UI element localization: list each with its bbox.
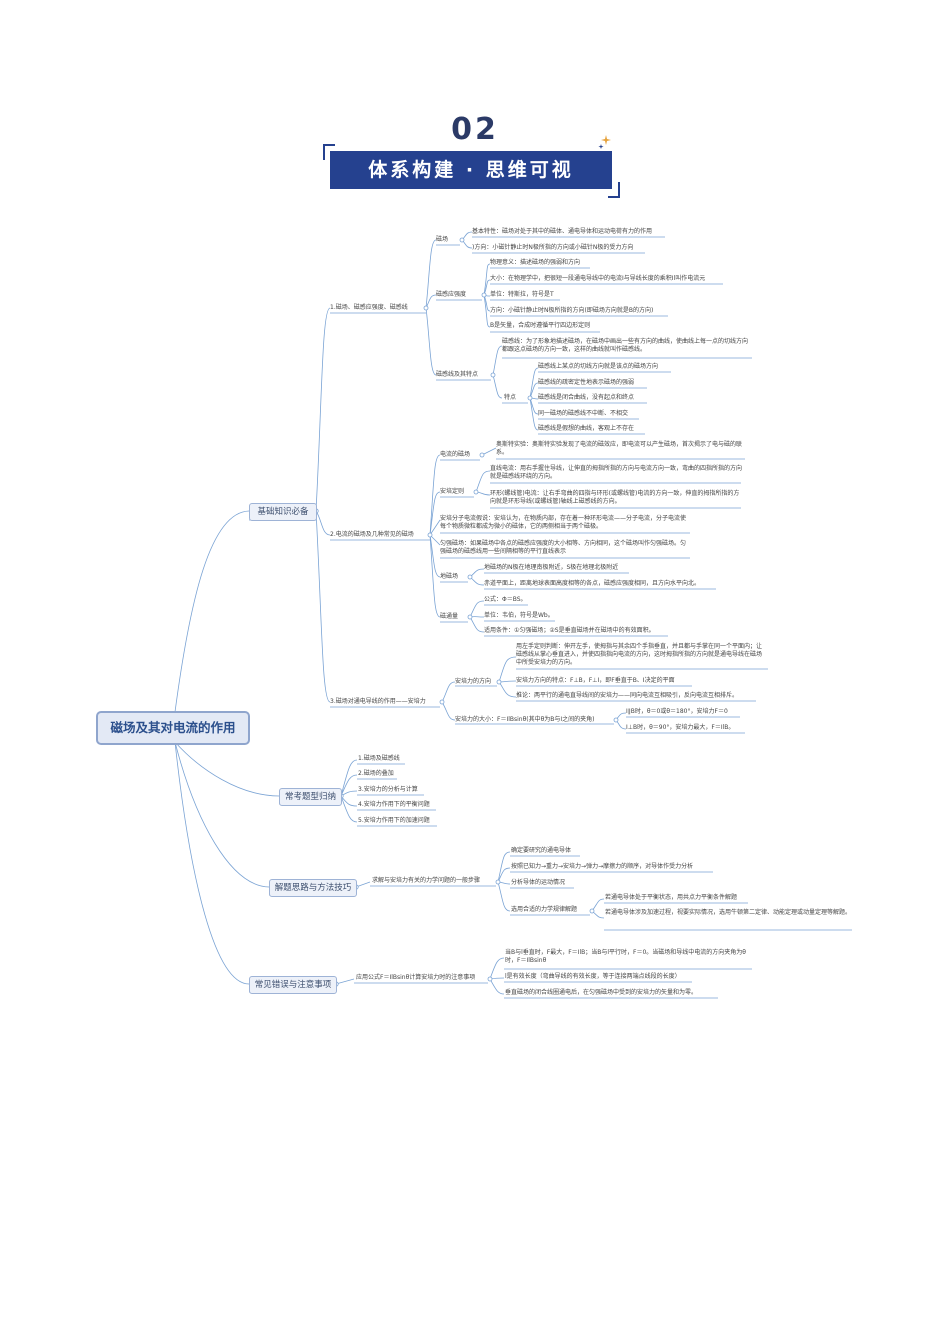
topic-induction-intensity: 磁感应强度 [436, 291, 467, 298]
leaf-text: 4.安培力作用下的平衡问题 [358, 801, 430, 808]
leaf-text: 适用条件：①匀强磁场；②S是垂直磁场并在磁场中的有效面积。 [484, 627, 655, 634]
leaf-text: 单位：特斯拉，符号是T [490, 291, 554, 298]
leaf-text: 赤道平面上，距离地球表面高度相等的各点，磁感应强度相同，且方向水平向北。 [484, 580, 701, 587]
leaf-text: 3.安培力的分析与计算 [358, 786, 418, 793]
topic-field-intensity-lines: 1.磁场、磁感应强度、磁感线 [330, 304, 408, 311]
topic-choose-law: 选用合适的力学规律解题 [511, 906, 578, 913]
leaf-text: 磁感线的疏密定性地表示磁场的强弱 [538, 379, 635, 386]
leaf-text: 若通电导体处于平衡状态，用共点力平衡条件解题 [605, 894, 738, 901]
topic-formula-notes: 应用公式F＝IlBsinθ计算安培力时的注意事项 [356, 974, 476, 981]
leaf-text: 安培分子电流假说：安培认为，在物质内部，存在着一种环形电流——分子电流，分子电流… [440, 515, 687, 530]
leaf-text: 推论：两平行的通电直导线间的安培力——同向电流互相吸引，反向电流互相排斥。 [516, 692, 739, 699]
leaf-text: 公式：Φ＝BS。 [484, 596, 527, 603]
topic-general-steps: 求解与安培力有关的力学问题的一般步骤 [372, 877, 481, 884]
topic-flux: 磁通量 [440, 613, 459, 620]
topic-field-lines: 磁感线及其特点 [436, 371, 479, 378]
leaf-text: 地磁场的N极在地理南极附近，S极在地理北极附近 [484, 564, 619, 571]
leaf-text: 若通电导体涉及加速过程，视要实际情况，选用牛顿第二定律、动能定理或动量定理等解题… [605, 909, 852, 916]
leaf-text: 磁感线是闭合曲线，没有起点和终点 [538, 394, 635, 401]
topic-force-direction: 安培力的方向 [455, 678, 492, 685]
leaf-text: 磁感线上某点的切线方向就是该点的磁场方向 [538, 363, 659, 370]
leaf-text: B是矢量，合成时遵循平行四边形定则 [490, 322, 591, 329]
leaf-text: 直线电流：用右手握住导线，让伸直的拇指所指的方向与电流方向一致，弯曲的四指所指的… [490, 465, 743, 480]
branch-basics: 基础知识必备 [249, 503, 317, 521]
leaf-text: 安培力方向的特点：F⊥B，F⊥I，即F垂直于B、I决定的平面 [516, 677, 675, 684]
leaf-text: l是有效长度（弯曲导线的有效长度，等于连接两端点线段的长度） [505, 973, 681, 980]
leaf-text: 磁感线是假想的曲线，客观上不存在 [538, 425, 635, 432]
leaf-text: I⊥B时，θ＝90°，安培力最大，F＝IlB。 [626, 724, 735, 731]
topic-force-magnitude: 安培力的大小：F＝IlBsinθ(其中θ为B与I之间的夹角) [455, 716, 595, 723]
leaf-text: 垂直磁场的闭合线圈通电后，在匀强磁场中受到的安培力的矢量和为零。 [505, 989, 698, 996]
leaf-text: 用左手定则判断：伸开左手，使拇指与其余四个手指垂直，并且都与手掌在同一个平面内；… [516, 643, 763, 666]
topic-current-field: 电流的磁场 [440, 451, 471, 458]
banner-bracket-right [608, 182, 620, 198]
leaf-text: 5.安培力作用下的加速问题 [358, 817, 430, 824]
topic-geomagnetic: 地磁场 [440, 573, 459, 580]
topic-features: 特点 [504, 394, 517, 401]
leaf-text: 同一磁场的磁感线不中断、不相交 [538, 410, 629, 417]
leaf-text: I∥B时，θ＝0或θ＝180°，安培力F＝0 [626, 708, 728, 715]
branch-common-errors: 常见错误与注意事项 [249, 976, 337, 994]
section-banner: 体系构建 · 思维可视 [330, 151, 612, 189]
topic-current-fields: 2.电流的磁场及几种常见的磁场 [330, 531, 414, 538]
mindmap-root: 磁场及其对电流的作用 [96, 711, 250, 745]
leaf-text: 大小：在物理学中，把很短一段通电导线中的电流I与导线长度的乘积Il叫作电流元 [490, 275, 706, 282]
leaf-text: 分析导体的运动情况 [511, 879, 566, 886]
leaf-text: 1.磁场及磁感线 [358, 755, 400, 762]
leaf-text: 匀强磁场：如果磁场中各点的磁感应强度的大小相等、方向相同，这个磁场叫作匀强磁场。… [440, 540, 687, 555]
branch-methods: 解题思路与方法技巧 [269, 879, 357, 897]
leaf-text: )方向：小磁针静止时N极所指的方向或小磁针N极的受力方向 [472, 244, 634, 251]
leaf-text: 按照已知力→重力→安培力→弹力→摩擦力的顺序，对导体作受力分析 [511, 863, 694, 870]
leaf-text: 磁感线：为了形象地描述磁场，在磁场中画出一些有方向的曲线，使曲线上每一点的切线方… [502, 338, 749, 353]
topic-ampere-force: 3.磁场对通电导线的作用——安培力 [330, 698, 426, 705]
sparkle-icon [598, 135, 611, 149]
leaf-text: 当B与l垂直时，F最大，F＝IlB；当B与l平行时，F＝0。当磁场和导线中电流的… [505, 949, 746, 964]
leaf-text: 奥斯特实验：奥斯特实验发现了电流的磁效应，即电流可以产生磁场，首次揭示了电与磁的… [496, 441, 743, 456]
leaf-text: 环形(螺线管)电流：让右手弯曲的四指与环形(或螺线管)电流的方向一致，伸直的拇指… [490, 490, 740, 505]
leaf-text: 方向：小磁针静止时N极所指的方向(即磁场方向就是B的方向) [490, 307, 654, 314]
leaf-text: 基本特性：磁场对处于其中的磁体、通电导体和运动电荷有力的作用 [472, 228, 653, 235]
leaf-text: 2.磁场的叠加 [358, 770, 394, 777]
banner-bracket-left [323, 144, 335, 160]
section-number: 02 [451, 112, 499, 147]
leaf-text: 单位：韦伯，符号是Wb。 [484, 612, 554, 619]
leaf-text: 确定要研究的通电导体 [511, 847, 572, 854]
topic-magnetic-field: 磁场 [436, 236, 449, 243]
branch-question-types: 常考题型归纳 [279, 788, 342, 806]
leaf-text: 物理意义：描述磁场的强弱和方向 [490, 259, 581, 266]
topic-ampere-rule: 安培定则 [440, 488, 465, 495]
